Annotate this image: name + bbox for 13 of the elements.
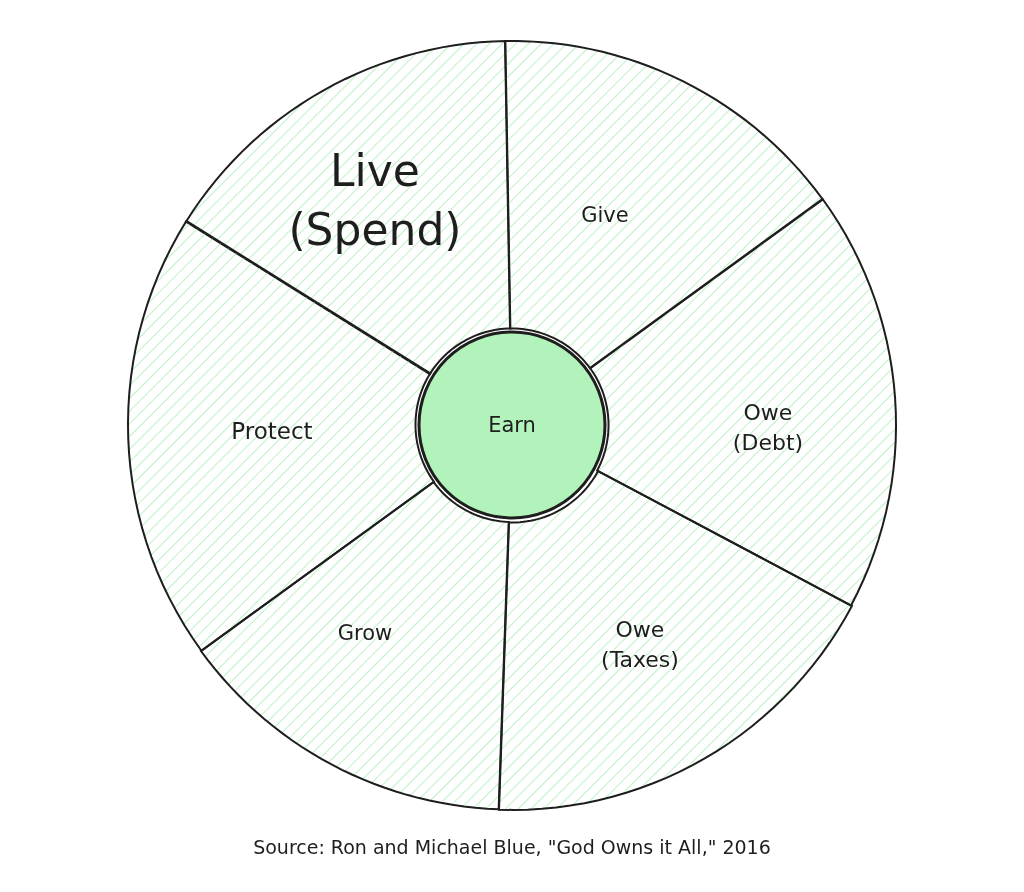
wheel-sector (200, 482, 509, 810)
sector-label: Give (580, 201, 630, 229)
sector-label: Owe (Taxes) (600, 616, 680, 674)
center-label: Earn (488, 411, 536, 439)
sector-label: Grow (336, 619, 394, 647)
center-circle (417, 330, 607, 520)
sector-label: Live (Spend) (287, 143, 463, 257)
wheel-sector (505, 40, 824, 368)
wheel-sector (498, 470, 852, 810)
source-caption: Source: Ron and Michael Blue, "God Owns it All," 2016 (252, 836, 772, 858)
wheel-sector (185, 40, 511, 374)
sector-label: Owe (Debt) (731, 399, 805, 457)
sector-label: Protect (230, 417, 314, 447)
